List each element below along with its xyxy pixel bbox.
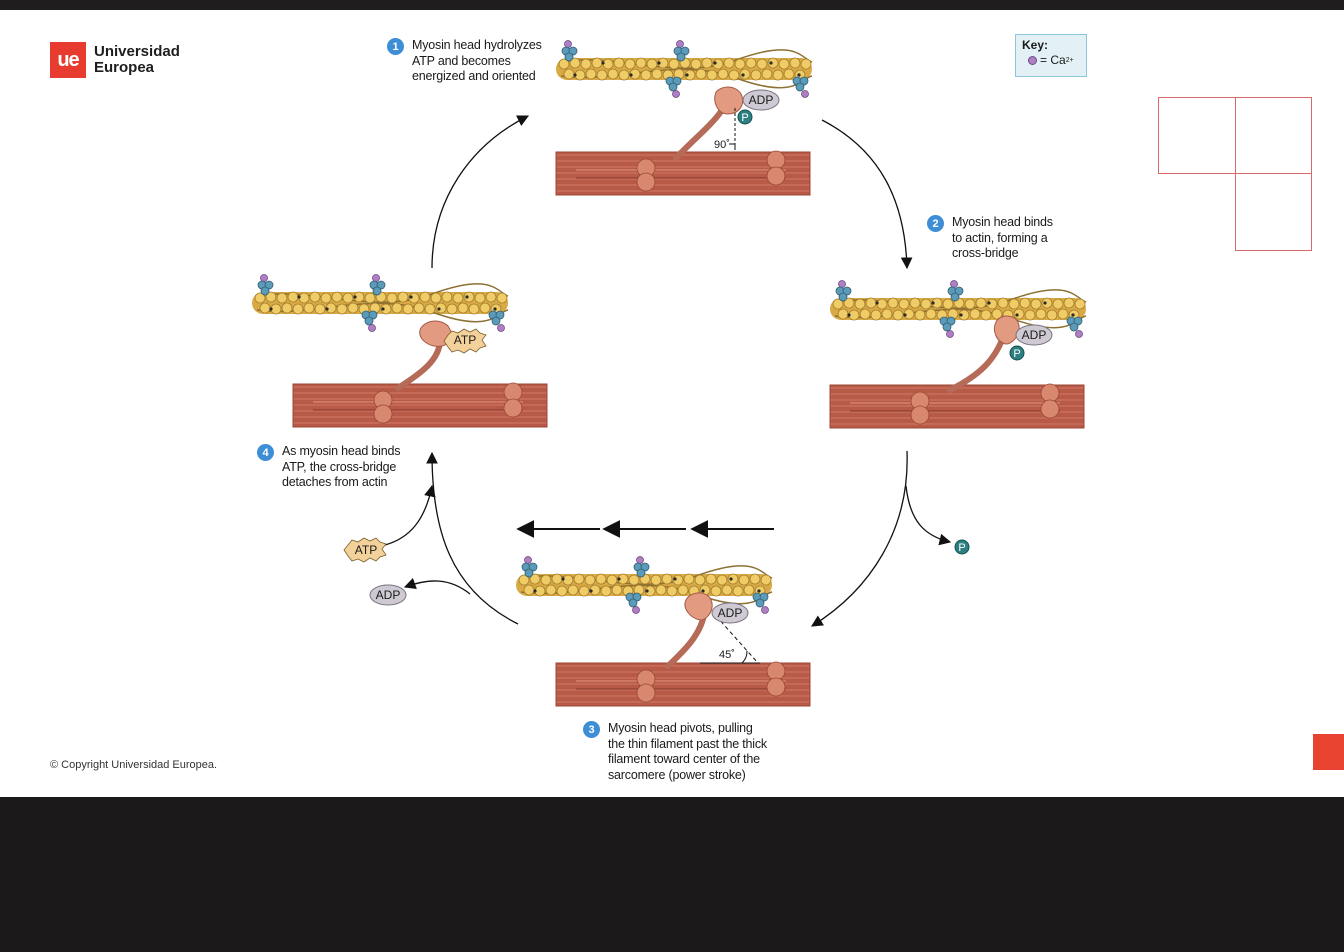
step2-phosphate xyxy=(1009,345,1025,361)
step4-atp-label: ATP xyxy=(454,333,476,347)
step1-text-line2: ATP and becomes xyxy=(412,53,511,68)
step4-caption: 4 As myosin head binds ATP, the cross-br… xyxy=(257,444,400,491)
step1-myosin-neck xyxy=(673,107,725,161)
step2-myosin-head xyxy=(993,315,1020,345)
step1-text: Myosin head hydrolyzes ATP and becomes e… xyxy=(412,38,542,85)
free-adp-label: ADP xyxy=(376,588,401,602)
step4-actin-filament xyxy=(251,273,509,333)
key-calcium-label: = Ca xyxy=(1040,53,1066,67)
step1-phosphate-label: P xyxy=(741,112,748,124)
released-phosphate-label: P xyxy=(958,542,965,554)
bottom-dark-area xyxy=(0,797,1344,952)
cycle-arrow-1-to-2 xyxy=(821,119,913,270)
ue-logo-mark: ue xyxy=(50,42,86,78)
step4-text-line2: ATP, the cross-bridge xyxy=(282,459,397,474)
step2-adp xyxy=(1015,324,1053,346)
step2-text-line2: to actin, forming a xyxy=(952,230,1048,245)
decorative-square-3 xyxy=(1235,173,1312,251)
step4-text-line1: As myosin head binds xyxy=(282,444,401,458)
step1-caption: 1 Myosin head hydrolyzes ATP and becomes… xyxy=(387,38,542,85)
phosphate-release-arrow xyxy=(905,485,952,546)
step4-thick-filament xyxy=(292,382,548,428)
key-title: Key: xyxy=(1022,38,1049,52)
released-phosphate xyxy=(954,539,970,555)
step3-illustration: 45˚ ADP xyxy=(515,520,811,707)
step1-adp xyxy=(742,89,780,111)
atp-binding-arrow xyxy=(384,484,436,546)
step3-adp-label: ADP xyxy=(718,606,743,620)
free-adp xyxy=(369,584,407,606)
step1-phosphate xyxy=(737,109,753,125)
step3-text: Myosin head pivots, pulling the thin fil… xyxy=(608,721,767,783)
step4-badge: 4 xyxy=(257,444,274,461)
adp-release-arrow xyxy=(403,577,471,595)
step1-angle-label: 90˚ xyxy=(714,139,730,151)
university-name-line1: Universidad xyxy=(94,43,180,60)
key-calcium-charge: 2+ xyxy=(1065,56,1074,64)
copyright-notice: © Copyright Universidad Europea. xyxy=(50,759,218,771)
top-bar xyxy=(0,0,1344,10)
slide: ue Universidad Europea xyxy=(0,10,1344,797)
step3-angle-label: 45˚ xyxy=(719,649,735,661)
cycle-arrow-2-to-3 xyxy=(811,450,908,627)
step1-badge: 1 xyxy=(387,38,404,55)
step3-adp xyxy=(711,602,749,624)
step1-actin-filament xyxy=(555,39,813,99)
step2-badge: 2 xyxy=(927,215,944,232)
calcium-icon xyxy=(1028,55,1037,65)
university-logo: ue Universidad Europea xyxy=(50,42,180,78)
step2-phosphate-label: P xyxy=(1013,348,1020,360)
step1-text-line1: Myosin head hydrolyzes xyxy=(412,38,542,52)
step1-adp-label: ADP xyxy=(749,93,774,107)
cycle-arrow-4-to-1 xyxy=(431,115,530,269)
step4-text: As myosin head binds ATP, the cross-brid… xyxy=(282,444,400,491)
step4-atp xyxy=(443,328,487,354)
university-name: Universidad Europea xyxy=(94,44,180,76)
step3-text-line3: filament toward center of the xyxy=(608,752,760,766)
step4-myosin-neck xyxy=(395,337,443,391)
step3-text-line4: sarcomere (power stroke) xyxy=(608,767,746,782)
step3-thick-filament xyxy=(555,661,811,707)
step1-illustration: ADP P 90˚ xyxy=(555,39,813,196)
step3-angle-line xyxy=(715,615,759,664)
step1-myosin-head xyxy=(714,86,744,115)
step1-text-line3: energized and oriented xyxy=(412,69,536,83)
cycle-arrow-3-to-4 xyxy=(426,451,519,625)
step2-text-line3: cross-bridge xyxy=(952,246,1019,260)
step2-illustration: ADP P xyxy=(829,279,1087,429)
step4-illustration: ATP xyxy=(251,273,548,428)
step3-text-line1: Myosin head pivots, pulling xyxy=(608,721,753,735)
free-atp xyxy=(343,537,387,563)
cross-bridge-cycle-diagram: ADP P 90˚ ADP P 45˚ ADP xyxy=(251,39,1087,707)
step3-myosin-head xyxy=(684,592,713,621)
step2-adp-label: ADP xyxy=(1022,328,1047,342)
free-atp-label: ATP xyxy=(355,543,377,557)
step3-angle-arc xyxy=(741,650,748,664)
step2-text: Myosin head binds to actin, forming a cr… xyxy=(952,215,1053,262)
step3-text-line2: the thin filament past the thick xyxy=(608,736,767,751)
decorative-square-1 xyxy=(1158,97,1236,174)
step2-myosin-neck xyxy=(947,332,1007,393)
step2-thick-filament xyxy=(829,383,1085,429)
red-accent-square xyxy=(1313,734,1344,770)
step3-caption: 3 Myosin head pivots, pulling the thin f… xyxy=(583,721,767,783)
step1-thick-filament xyxy=(555,150,811,196)
step2-text-line1: Myosin head binds xyxy=(952,215,1053,229)
decorative-square-2 xyxy=(1235,97,1312,174)
step3-badge: 3 xyxy=(583,721,600,738)
step3-myosin-neck xyxy=(665,612,707,669)
step4-text-line3: detaches from actin xyxy=(282,475,388,489)
university-name-line2: Europea xyxy=(94,59,155,76)
step2-caption: 2 Myosin head binds to actin, forming a … xyxy=(927,215,1053,262)
step1-right-angle-mark xyxy=(729,143,736,150)
